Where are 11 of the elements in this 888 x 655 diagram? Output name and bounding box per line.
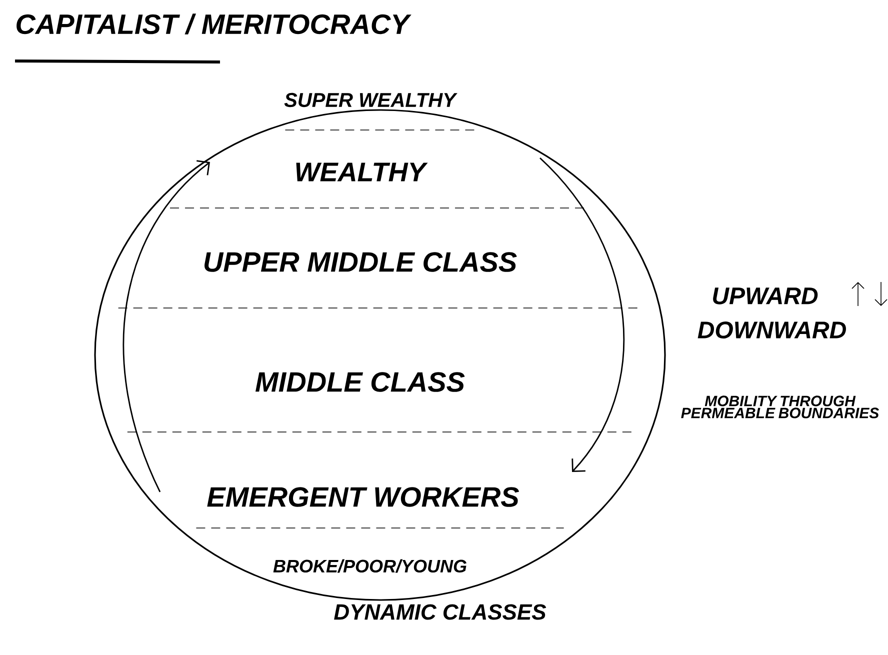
class-label: SUPER WEALTHY [284, 92, 458, 108]
mobility-label: UPWARD [713, 288, 818, 304]
title: CAPITALIST / MERITOCRACY [16, 14, 412, 34]
class-label: EMERGENT WORKERS [207, 487, 520, 507]
caption: DYNAMIC CLASSES [334, 604, 546, 620]
class-label: MIDDLE CLASS [256, 372, 465, 392]
class-label: UPPER MIDDLE CLASS [204, 252, 517, 272]
note-text: MOBILITY THROUGH PERMEABLE BOUNDARIES [681, 396, 879, 418]
class-label: WEALTHY [296, 162, 428, 182]
class-label: BROKE/POOR/YOUNG [273, 559, 466, 573]
mobility-label: DOWNWARD [698, 322, 846, 338]
